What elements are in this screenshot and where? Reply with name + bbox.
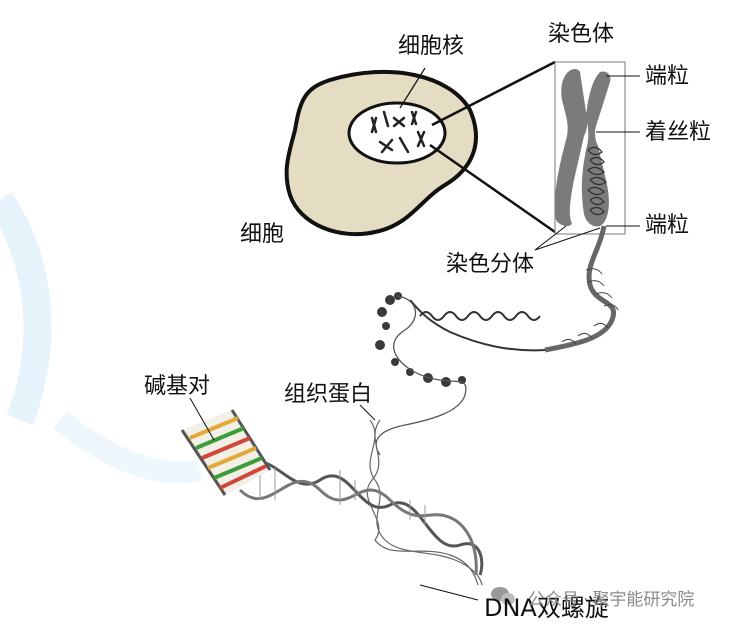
solenoid-fiber xyxy=(409,299,546,352)
chromatid-pointer-b xyxy=(534,227,601,251)
label-centromere: 着丝粒 xyxy=(645,120,712,145)
zoom-line-bottom xyxy=(429,143,556,234)
wechat-icon xyxy=(491,587,515,605)
nucleus-shape xyxy=(347,101,447,165)
label-nucleus: 细胞核 xyxy=(398,34,465,59)
fiber-coils xyxy=(561,268,619,345)
label-histone: 组织蛋白 xyxy=(284,382,373,407)
watermark: 公众号·聚宇能研究院 xyxy=(510,585,694,610)
label-chromatid: 染色分体 xyxy=(446,252,535,277)
label-cell: 细胞 xyxy=(240,222,285,247)
chromosome-arm-right xyxy=(581,71,611,227)
label-dna: DNA双螺旋 xyxy=(484,594,609,622)
dna-helix xyxy=(238,460,484,576)
background-arc-2 xyxy=(53,411,203,484)
base-pair-ladder xyxy=(180,409,272,496)
chromosome-shape xyxy=(554,69,588,227)
linker-dna xyxy=(375,295,467,456)
chromatin-fiber xyxy=(544,225,617,353)
coiled-chromatin xyxy=(587,146,607,216)
background-arc xyxy=(0,192,52,425)
watermark-name: 聚宇能研究院 xyxy=(592,590,695,610)
chromatid-pointer-a xyxy=(534,225,567,251)
watermark-separator: · xyxy=(583,590,589,610)
dna-pointer xyxy=(419,584,479,601)
histone-helix xyxy=(366,419,483,586)
label-base-pair: 碱基对 xyxy=(144,374,211,399)
watermark-prefix: 公众号 xyxy=(528,590,579,610)
histone-pointer xyxy=(359,404,376,421)
label-telomere-bottom: 端粒 xyxy=(645,213,690,238)
label-telomere-top: 端粒 xyxy=(645,64,690,89)
nucleosome-beads xyxy=(375,292,466,387)
nucleus-pointer xyxy=(399,67,426,109)
label-chromosome: 染色体 xyxy=(548,22,615,47)
base-pair-pointer xyxy=(189,397,215,441)
nucleus-chromosomes xyxy=(370,110,426,154)
zoom-line-top xyxy=(431,60,556,127)
